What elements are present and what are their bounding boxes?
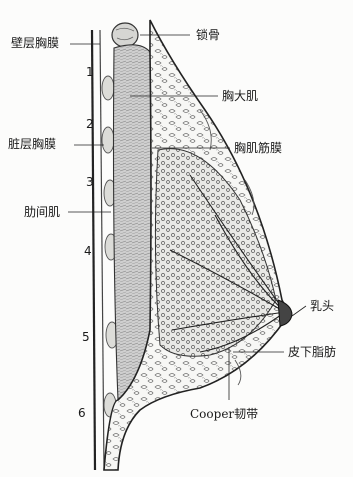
glandular-tissue: [155, 149, 276, 357]
chest-wall-line-outer: [92, 30, 95, 470]
label-cooper-ligament: Cooper韧带: [190, 407, 258, 421]
label-subcutaneous-fat: 皮下脂肪: [288, 345, 336, 359]
label-intercostal-muscle: 肋间肌: [24, 205, 60, 219]
rib-number-4: 4: [84, 244, 92, 258]
label-pectoralis-major: 胸大肌: [222, 89, 258, 103]
label-parietal-pleura: 壁层胸膜: [11, 36, 59, 50]
rib-number-3: 3: [86, 175, 94, 189]
rib-number-6: 6: [78, 406, 86, 420]
nipple: [278, 300, 292, 326]
rib-number-2: 2: [86, 117, 94, 131]
label-clavicle: 锁骨: [196, 28, 220, 42]
label-visceral-pleura: 脏层胸膜: [8, 137, 56, 151]
rib-number-1: 1: [86, 65, 94, 79]
label-nipple: 乳头: [310, 299, 334, 313]
label-pectoral-fascia: 胸肌筋膜: [234, 141, 282, 155]
clavicle-bone: [112, 23, 138, 47]
rib-number-5: 5: [82, 330, 90, 344]
